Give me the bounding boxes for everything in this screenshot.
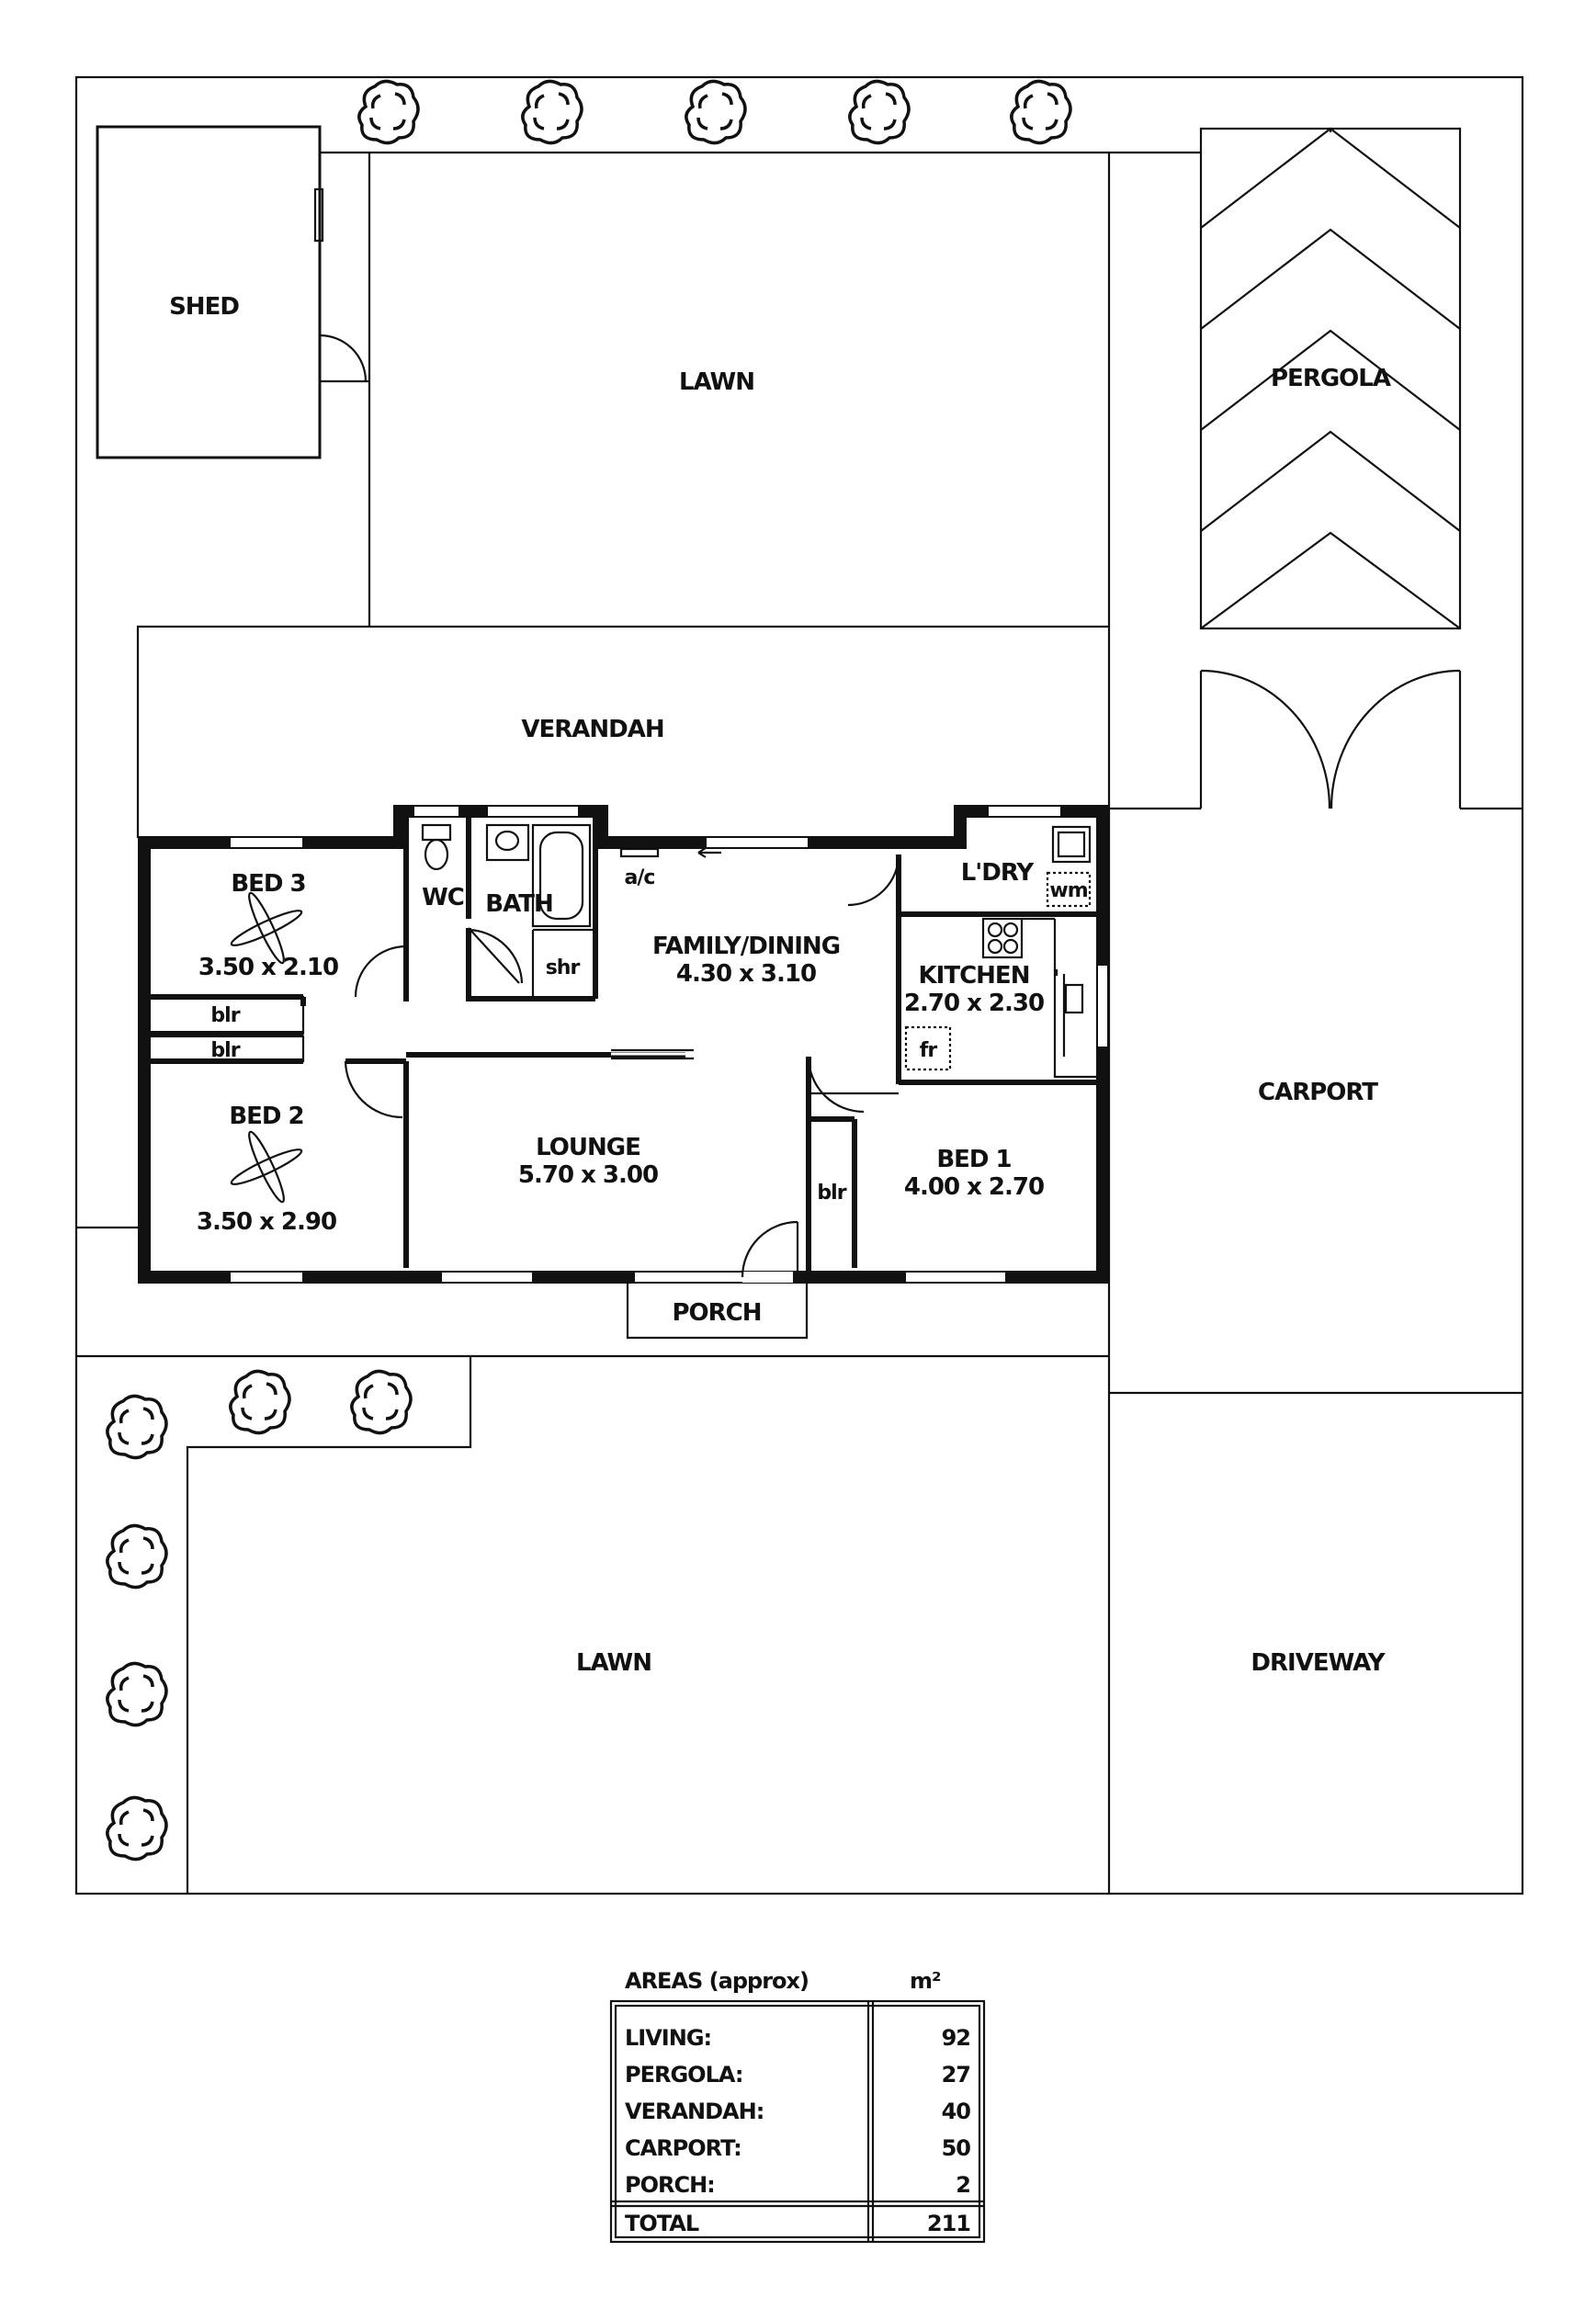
area-row-value: 92 — [942, 2025, 970, 2051]
driveway-label: DRIVEWAY — [1251, 1649, 1386, 1677]
ceiling-fans — [230, 891, 303, 1204]
tree-icon — [1010, 79, 1072, 145]
ac-label: a/c — [625, 866, 655, 889]
area-row-label: VERANDAH: — [625, 2099, 764, 2124]
areas-row: VERANDAH: 40 — [625, 2099, 971, 2124]
tree-icon — [521, 79, 583, 145]
kitchen-dimensions: 2.70 x 2.30 — [904, 990, 1044, 1017]
fan-icon — [230, 1130, 303, 1204]
rear-lawn-label: LAWN — [679, 368, 754, 396]
family-dining-label: FAMILY/DINING — [652, 933, 840, 960]
lounge-label: LOUNGE — [536, 1134, 640, 1161]
tree-icon — [357, 79, 420, 145]
areas-unit: m² — [910, 1968, 941, 1994]
areas-row: LIVING: 92 — [625, 2025, 971, 2051]
fr-label: fr — [920, 1039, 938, 1062]
bed1-dimensions: 4.00 x 2.70 — [904, 1173, 1044, 1201]
bed2-dimensions: 3.50 x 2.90 — [197, 1208, 336, 1236]
areas-title: AREAS (approx) — [625, 1968, 809, 1994]
kitchen-label: KITCHEN — [919, 962, 1030, 990]
built-in-robe-label: blr — [210, 1004, 240, 1027]
total-label: TOTAL — [625, 2211, 699, 2236]
fan-icon — [230, 891, 303, 965]
area-row-value: 40 — [942, 2099, 971, 2124]
porch-label: PORCH — [672, 1299, 761, 1327]
doors — [344, 854, 900, 1278]
verandah-label: VERANDAH — [521, 716, 663, 743]
areas-table: AREAS (approx) m² LIVING: 92 PERGOLA: 27… — [609, 1968, 986, 2244]
area-row-value: 50 — [942, 2135, 971, 2161]
laundry-label: L'DRY — [961, 859, 1036, 887]
area-row-label: PERGOLA: — [625, 2062, 742, 2088]
bed1-label: BED 1 — [936, 1146, 1011, 1173]
tree-icon — [685, 79, 747, 145]
porch: PORCH — [626, 1283, 809, 1340]
tree-icon — [106, 1523, 168, 1590]
tree-icon — [229, 1369, 291, 1435]
built-in-robe-label: blr — [817, 1182, 846, 1205]
shower-label: shr — [546, 956, 581, 979]
fixtures: wm fr — [421, 823, 1098, 1079]
bath-label: BATH — [485, 890, 552, 918]
pergola: PERGOLA — [1109, 127, 1522, 810]
site-outline — [74, 75, 1524, 1895]
area-row-value: 2 — [956, 2172, 970, 2198]
area-row-label: LIVING: — [625, 2025, 711, 2051]
tree-icon — [106, 1795, 168, 1861]
bed3-label: BED 3 — [231, 870, 305, 898]
tree-icon — [106, 1661, 168, 1727]
tree-icon — [848, 79, 911, 145]
house-walls — [138, 805, 1109, 1284]
front-yard: LAWN — [76, 1226, 1109, 1894]
family-dining-dimensions: 4.30 x 3.10 — [676, 960, 816, 988]
room-labels: BED 3 3.50 x 2.10 WC BATH shr a/c FAMILY… — [197, 859, 1045, 1236]
total-value: 211 — [927, 2211, 970, 2236]
area-row-value: 27 — [942, 2062, 970, 2088]
bed3-dimensions: 3.50 x 2.10 — [198, 954, 338, 981]
pergola-label: PERGOLA — [1271, 365, 1391, 392]
wc-label: WC — [422, 884, 464, 911]
built-in-robe-label: blr — [210, 1039, 240, 1062]
tree-icon — [106, 1394, 168, 1460]
rear-lawn: LAWN — [320, 151, 1201, 627]
carport: CARPORT DRIVEWAY — [1107, 809, 1522, 1894]
front-lawn-label: LAWN — [576, 1649, 651, 1677]
areas-row: PORCH: 2 — [625, 2172, 971, 2198]
area-row-label: CARPORT: — [625, 2135, 741, 2161]
shed-label: SHED — [169, 293, 239, 321]
verandah: VERANDAH — [136, 625, 1111, 838]
carport-label: CARPORT — [1258, 1079, 1378, 1106]
areas-row: CARPORT: 50 — [625, 2135, 971, 2161]
bed2-label: BED 2 — [229, 1103, 303, 1130]
areas-row: PERGOLA: 27 — [625, 2062, 971, 2088]
tree-icon — [350, 1369, 413, 1435]
rear-trees — [357, 79, 1072, 145]
wm-label: wm — [1049, 879, 1087, 902]
shed: SHED — [96, 125, 369, 459]
lounge-dimensions: 5.70 x 3.00 — [518, 1161, 658, 1189]
area-row-label: PORCH: — [625, 2172, 715, 2198]
